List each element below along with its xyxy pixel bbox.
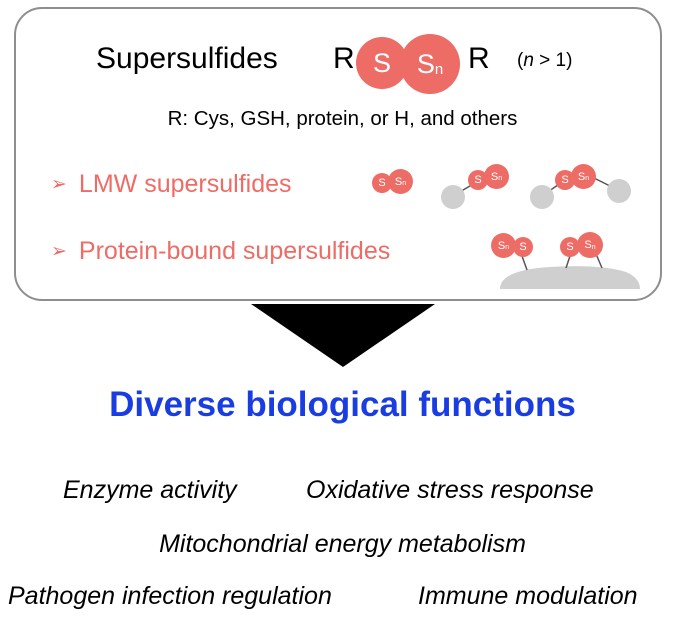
formula-r-right: R bbox=[468, 42, 490, 75]
formula-condition: (n > 1) bbox=[517, 50, 572, 72]
atom-subscript: n bbox=[498, 175, 503, 182]
protein-surface bbox=[500, 266, 640, 289]
atom-label: S bbox=[394, 175, 403, 188]
function-item: Oxidative stress response bbox=[306, 476, 594, 504]
sulfur-atom-icon: S bbox=[372, 173, 392, 193]
bullet-arrow-icon: ➢ bbox=[51, 241, 67, 262]
atom-label: S bbox=[519, 241, 527, 253]
formula-sulfur-label: S bbox=[372, 47, 391, 78]
carrier-ball bbox=[441, 185, 465, 209]
atom-subscript: n bbox=[591, 243, 596, 251]
function-item: Enzyme activity bbox=[63, 476, 237, 504]
bullet-arrow-icon: ➢ bbox=[51, 174, 67, 195]
atom-label: S bbox=[584, 239, 592, 251]
formula-sulfur-n-label: S bbox=[416, 48, 435, 79]
sulfur-atom-icon: S bbox=[513, 237, 533, 257]
bullet-lmw-label: LMW supersulfides bbox=[78, 170, 292, 198]
bond-line bbox=[565, 255, 571, 269]
atom-label: S bbox=[474, 174, 482, 186]
bond-line bbox=[521, 255, 528, 271]
down-arrow-icon bbox=[251, 304, 435, 367]
atom-subscript: n bbox=[402, 180, 407, 187]
formula-condition-open: ( bbox=[517, 50, 524, 71]
carrier-ball bbox=[530, 185, 554, 209]
function-item: Pathogen infection regulation bbox=[8, 582, 332, 610]
function-item: Mitochondrial energy metabolism bbox=[159, 530, 526, 558]
carrier-ball bbox=[607, 179, 631, 203]
sulfur-atom-icon: S bbox=[560, 237, 580, 257]
sulfur-atom-icon: S bbox=[468, 170, 488, 190]
formula-r-left: R bbox=[333, 42, 355, 75]
formula-condition-var: n bbox=[523, 50, 534, 71]
headline-diverse-functions: Diverse biological functions bbox=[109, 385, 576, 424]
atom-subscript: n bbox=[505, 244, 510, 251]
bond-line bbox=[595, 253, 603, 269]
supersulfides-title: Supersulfides bbox=[96, 42, 278, 75]
function-item: Immune modulation bbox=[418, 582, 638, 610]
bullet-lmw-supersulfides: ➢ LMW supersulfides bbox=[51, 170, 292, 199]
atom-label: S bbox=[497, 239, 506, 252]
bullet-protein-bound-supersulfides: ➢ Protein-bound supersulfides bbox=[51, 237, 390, 266]
r-group-definition: R: Cys, GSH, protein, or H, and others bbox=[167, 107, 518, 130]
atom-label: S bbox=[577, 170, 586, 183]
atom-label: S bbox=[561, 174, 569, 186]
formula-sulfur-atom: S bbox=[356, 37, 408, 89]
formula-sulfur-n-subscript: n bbox=[434, 60, 444, 78]
atom-label: S bbox=[490, 170, 499, 183]
atom-subscript: n bbox=[585, 175, 590, 182]
atom-label: S bbox=[378, 177, 386, 189]
atom-label: S bbox=[566, 241, 574, 253]
supersulfide-definition-box bbox=[14, 7, 662, 301]
formula-condition-rest: > 1) bbox=[533, 50, 573, 71]
sulfur-atom-icon: S bbox=[555, 170, 575, 190]
bullet-protein-label: Protein-bound supersulfides bbox=[78, 237, 391, 265]
